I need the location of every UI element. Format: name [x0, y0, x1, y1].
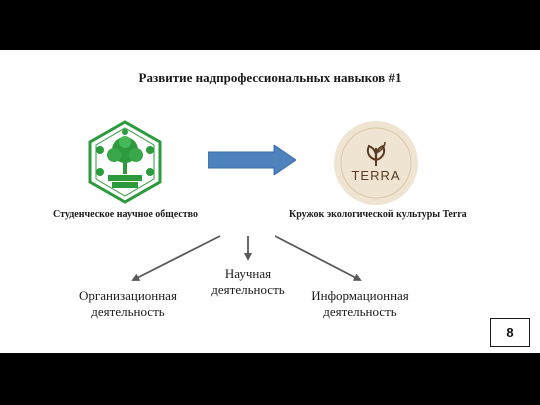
terra-club-label: Кружок экологической культуры Terra	[289, 209, 467, 220]
right-arrow-icon	[207, 144, 297, 176]
student-society-label: Студенческое научное общество	[53, 209, 198, 220]
scientific-activity-node: Научная деятельность	[211, 266, 285, 297]
slide: Развитие надпрофессиональных навыков #1	[0, 50, 540, 353]
terra-logo-text: TERRA	[351, 168, 400, 183]
tree-hexagon-icon	[88, 120, 162, 204]
slide-title: Развитие надпрофессиональных навыков #1	[138, 70, 402, 85]
terra-logo: TERRA	[333, 120, 419, 206]
student-society-logo	[86, 120, 164, 204]
organizational-activity-node: Организационная деятельность	[79, 288, 177, 319]
informational-activity-node: Информационная деятельность	[311, 288, 409, 319]
page-number-badge: 8	[490, 318, 530, 347]
